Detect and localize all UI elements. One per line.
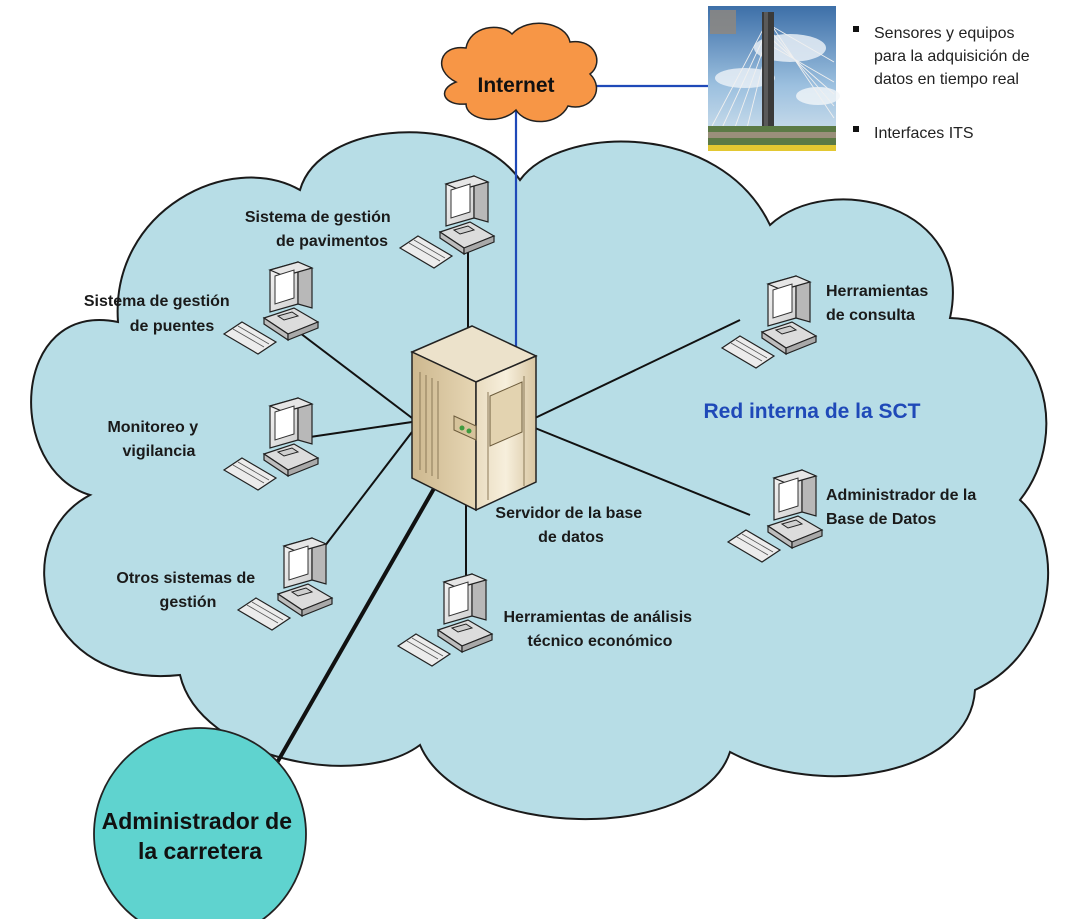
node-analisis-label: Herramientas de análisis técnico económi… bbox=[504, 609, 697, 650]
bullet-list: Sensores y equipos para la adquisición d… bbox=[853, 25, 1034, 142]
node-monitoreo-label: Monitoreo y vigilancia bbox=[107, 419, 202, 460]
cable-stayed-bridge-photo bbox=[708, 6, 840, 151]
bullet-marker bbox=[853, 126, 859, 132]
node-otros-label: Otros sistemas de gestión bbox=[116, 570, 259, 611]
link-admin-bd bbox=[534, 427, 751, 516]
node-consulta-label: Herramientas de consulta bbox=[826, 283, 933, 324]
database-server-icon bbox=[410, 325, 538, 512]
internet-label: Internet bbox=[477, 74, 554, 97]
road-admin-label: Administrador de la carretera bbox=[102, 808, 299, 864]
node-puentes-label: Sistema de gestión de puentes bbox=[84, 293, 234, 335]
network-cloud bbox=[30, 131, 1050, 821]
server-label: Servidor de la base de datos bbox=[495, 505, 646, 546]
internet-cloud bbox=[440, 22, 598, 123]
link-otros bbox=[317, 431, 413, 556]
bullet-2: Interfaces ITS bbox=[874, 125, 974, 142]
network-title: Red interna de la SCT bbox=[703, 400, 920, 423]
link-puentes bbox=[299, 332, 413, 419]
link-road-admin bbox=[268, 477, 442, 776]
road-admin-circle bbox=[93, 727, 307, 919]
bullet-1: Sensores y equipos para la adquisición d… bbox=[874, 25, 1034, 88]
connection-lines bbox=[299, 248, 751, 582]
link-monitoreo bbox=[309, 421, 413, 438]
node-admin-bd-label: Administrador de la Base de Datos bbox=[826, 487, 981, 528]
link-consulta bbox=[534, 319, 741, 419]
bullet-marker bbox=[853, 26, 859, 32]
node-pavimentos-label: Sistema de gestión de pavimentos bbox=[245, 209, 395, 250]
